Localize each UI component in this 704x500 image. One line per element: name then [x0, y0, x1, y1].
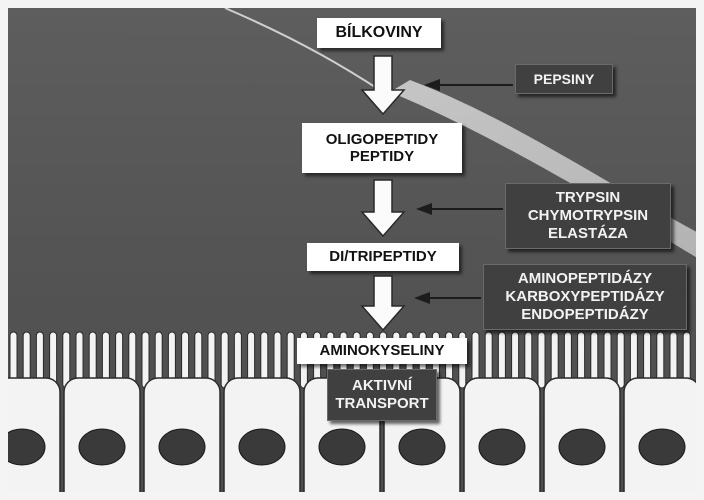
cell-nucleus: [0, 429, 45, 465]
enzyme-peptidase-group: AMINOPEPTIDÁZY KARBOXYPEPTIDÁZY ENDOPEPT…: [483, 264, 687, 330]
cell-nucleus: [399, 429, 445, 465]
microvillus: [538, 332, 545, 388]
pointer-pepsiny: [424, 79, 513, 91]
cell-nucleus: [79, 429, 125, 465]
active-transport-label: AKTIVNÍ TRANSPORT: [327, 369, 437, 421]
cell-nucleus: [319, 429, 365, 465]
pointer-aminopeptidazy: [414, 292, 481, 304]
microvillus: [696, 332, 703, 388]
arrow-2: [362, 180, 404, 236]
microvillus: [617, 332, 624, 388]
microvillus: [142, 332, 149, 388]
cell-nucleus: [159, 429, 205, 465]
epithelial-cell: [624, 378, 700, 500]
epithelial-cell: [224, 378, 300, 500]
arrow-3: [362, 276, 404, 330]
epithelial-cell: [544, 378, 620, 500]
cell-nucleus: [479, 429, 525, 465]
substrate-ditripeptidy: DI/TRIPEPTIDY: [307, 243, 459, 271]
arrow-1: [362, 56, 404, 114]
epithelial-cell: [64, 378, 140, 500]
substrate-aminokyseliny: AMINOKYSELINY: [297, 338, 467, 364]
epithelial-cell: [144, 378, 220, 500]
pointer-trypsin: [416, 203, 503, 215]
cell-nucleus: [559, 429, 605, 465]
epithelial-cell: [0, 378, 60, 500]
cell-nucleus: [639, 429, 685, 465]
enzyme-trypsin-group: TRYPSIN CHYMOTRYPSIN ELASTÁZA: [505, 183, 671, 249]
substrate-oligopeptidy: OLIGOPEPTIDY PEPTIDY: [302, 123, 462, 173]
enzyme-pepsiny: PEPSINY: [515, 64, 613, 94]
cell-nucleus: [239, 429, 285, 465]
epithelial-cell: [464, 378, 540, 500]
microvillus: [63, 332, 70, 388]
substrate-bilkoviny: BÍLKOVINY: [317, 18, 441, 48]
microvillus: [221, 332, 228, 388]
